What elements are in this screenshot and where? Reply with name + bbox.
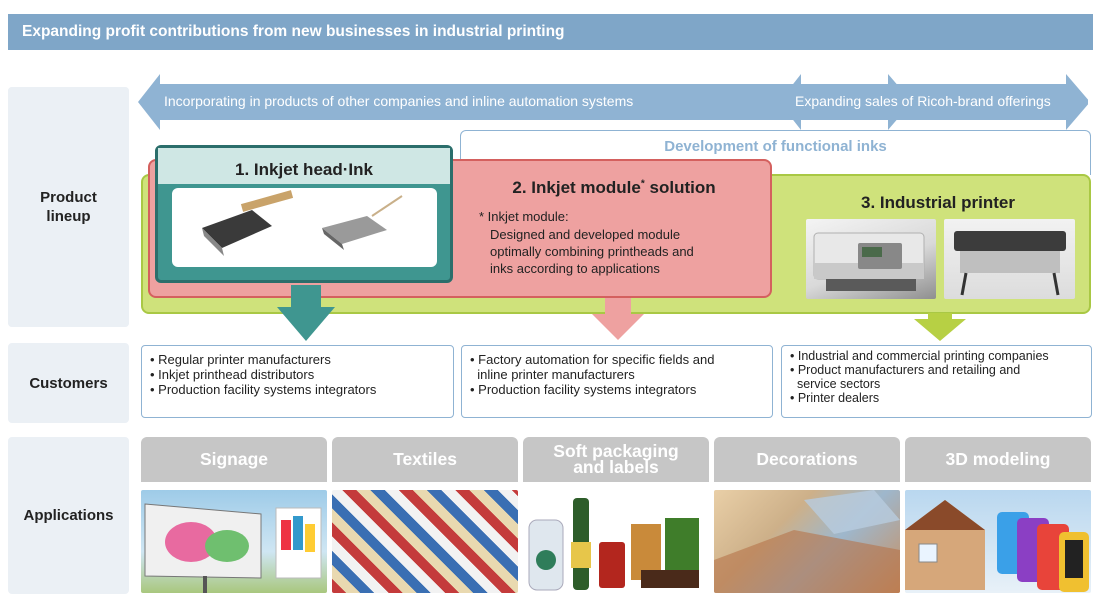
arrow-label-right: Expanding sales of Ricoh-brand offerings bbox=[795, 93, 1051, 109]
list-item: • Production facility systems integrator… bbox=[150, 382, 377, 397]
3d-modeling-photo bbox=[905, 490, 1091, 593]
application-header-3d-modeling: 3D modeling bbox=[905, 437, 1091, 482]
inkjet-module-note-line: Designed and developed module bbox=[490, 227, 681, 242]
inkjet-head-title-bg bbox=[158, 148, 450, 184]
list-item: • Industrial and commercial printing com… bbox=[790, 349, 1049, 363]
industrial-printer-photo-2 bbox=[944, 219, 1075, 299]
customer-box-3: • Industrial and commercial printing com… bbox=[781, 345, 1092, 418]
application-header-soft-packaging: Soft packaging and labels bbox=[523, 437, 709, 482]
customer-box-1: • Regular printer manufacturers • Inkjet… bbox=[141, 345, 454, 418]
soft-packaging-photo bbox=[523, 490, 709, 593]
inkjet-module-note-line: inks according to applications bbox=[490, 261, 660, 276]
inkjet-head-photo bbox=[172, 188, 437, 267]
list-item: • Printer dealers bbox=[790, 391, 880, 405]
customers-label: Customers bbox=[8, 343, 129, 423]
inkjet-head-title: 1. Inkjet head·Ink bbox=[235, 160, 373, 179]
inkjet-module-note-line: optimally combining printheads and bbox=[490, 244, 694, 259]
list-item: • Regular printer manufacturers bbox=[150, 352, 331, 367]
signage-photo bbox=[141, 490, 327, 593]
page-title: Expanding profit contributions from new … bbox=[8, 14, 1093, 50]
pink-down-arrow bbox=[592, 298, 644, 340]
right-double-arrow bbox=[779, 74, 1088, 130]
list-item: • Production facility systems integrator… bbox=[470, 382, 697, 397]
left-double-arrow bbox=[138, 74, 912, 130]
application-header-textiles: Textiles bbox=[332, 437, 518, 482]
customer-box-2: • Factory automation for specific fields… bbox=[461, 345, 773, 418]
arrow-label-left: Incorporating in products of other compa… bbox=[164, 93, 634, 109]
applications-label: Applications bbox=[8, 437, 129, 594]
list-item: • Factory automation for specific fields… bbox=[470, 352, 715, 367]
inkjet-module-title: 2. Inkjet module* solution bbox=[512, 178, 716, 197]
industrial-printer-title: 3. Industrial printer bbox=[861, 193, 1015, 212]
decorations-photo bbox=[714, 490, 900, 593]
list-item: • Inkjet printhead distributors bbox=[150, 367, 315, 382]
application-header-signage: Signage bbox=[141, 437, 327, 482]
functional-inks-label: Development of functional inks bbox=[664, 138, 887, 155]
application-header-decorations: Decorations bbox=[714, 437, 900, 482]
functional-inks-bracket bbox=[460, 130, 1091, 175]
product-lineup-label: Product lineup bbox=[8, 87, 129, 327]
list-item: inline printer manufacturers bbox=[470, 367, 635, 382]
list-item: service sectors bbox=[790, 377, 881, 391]
industrial-printer-photo-1 bbox=[806, 219, 936, 299]
inkjet-module-note-label: * Inkjet module: bbox=[479, 209, 569, 224]
textiles-photo bbox=[332, 490, 518, 593]
teal-down-arrow bbox=[277, 285, 335, 341]
distribution-arrows bbox=[138, 74, 1088, 130]
list-item: • Product manufacturers and retailing an… bbox=[790, 363, 1021, 377]
green-down-arrow bbox=[914, 313, 966, 341]
